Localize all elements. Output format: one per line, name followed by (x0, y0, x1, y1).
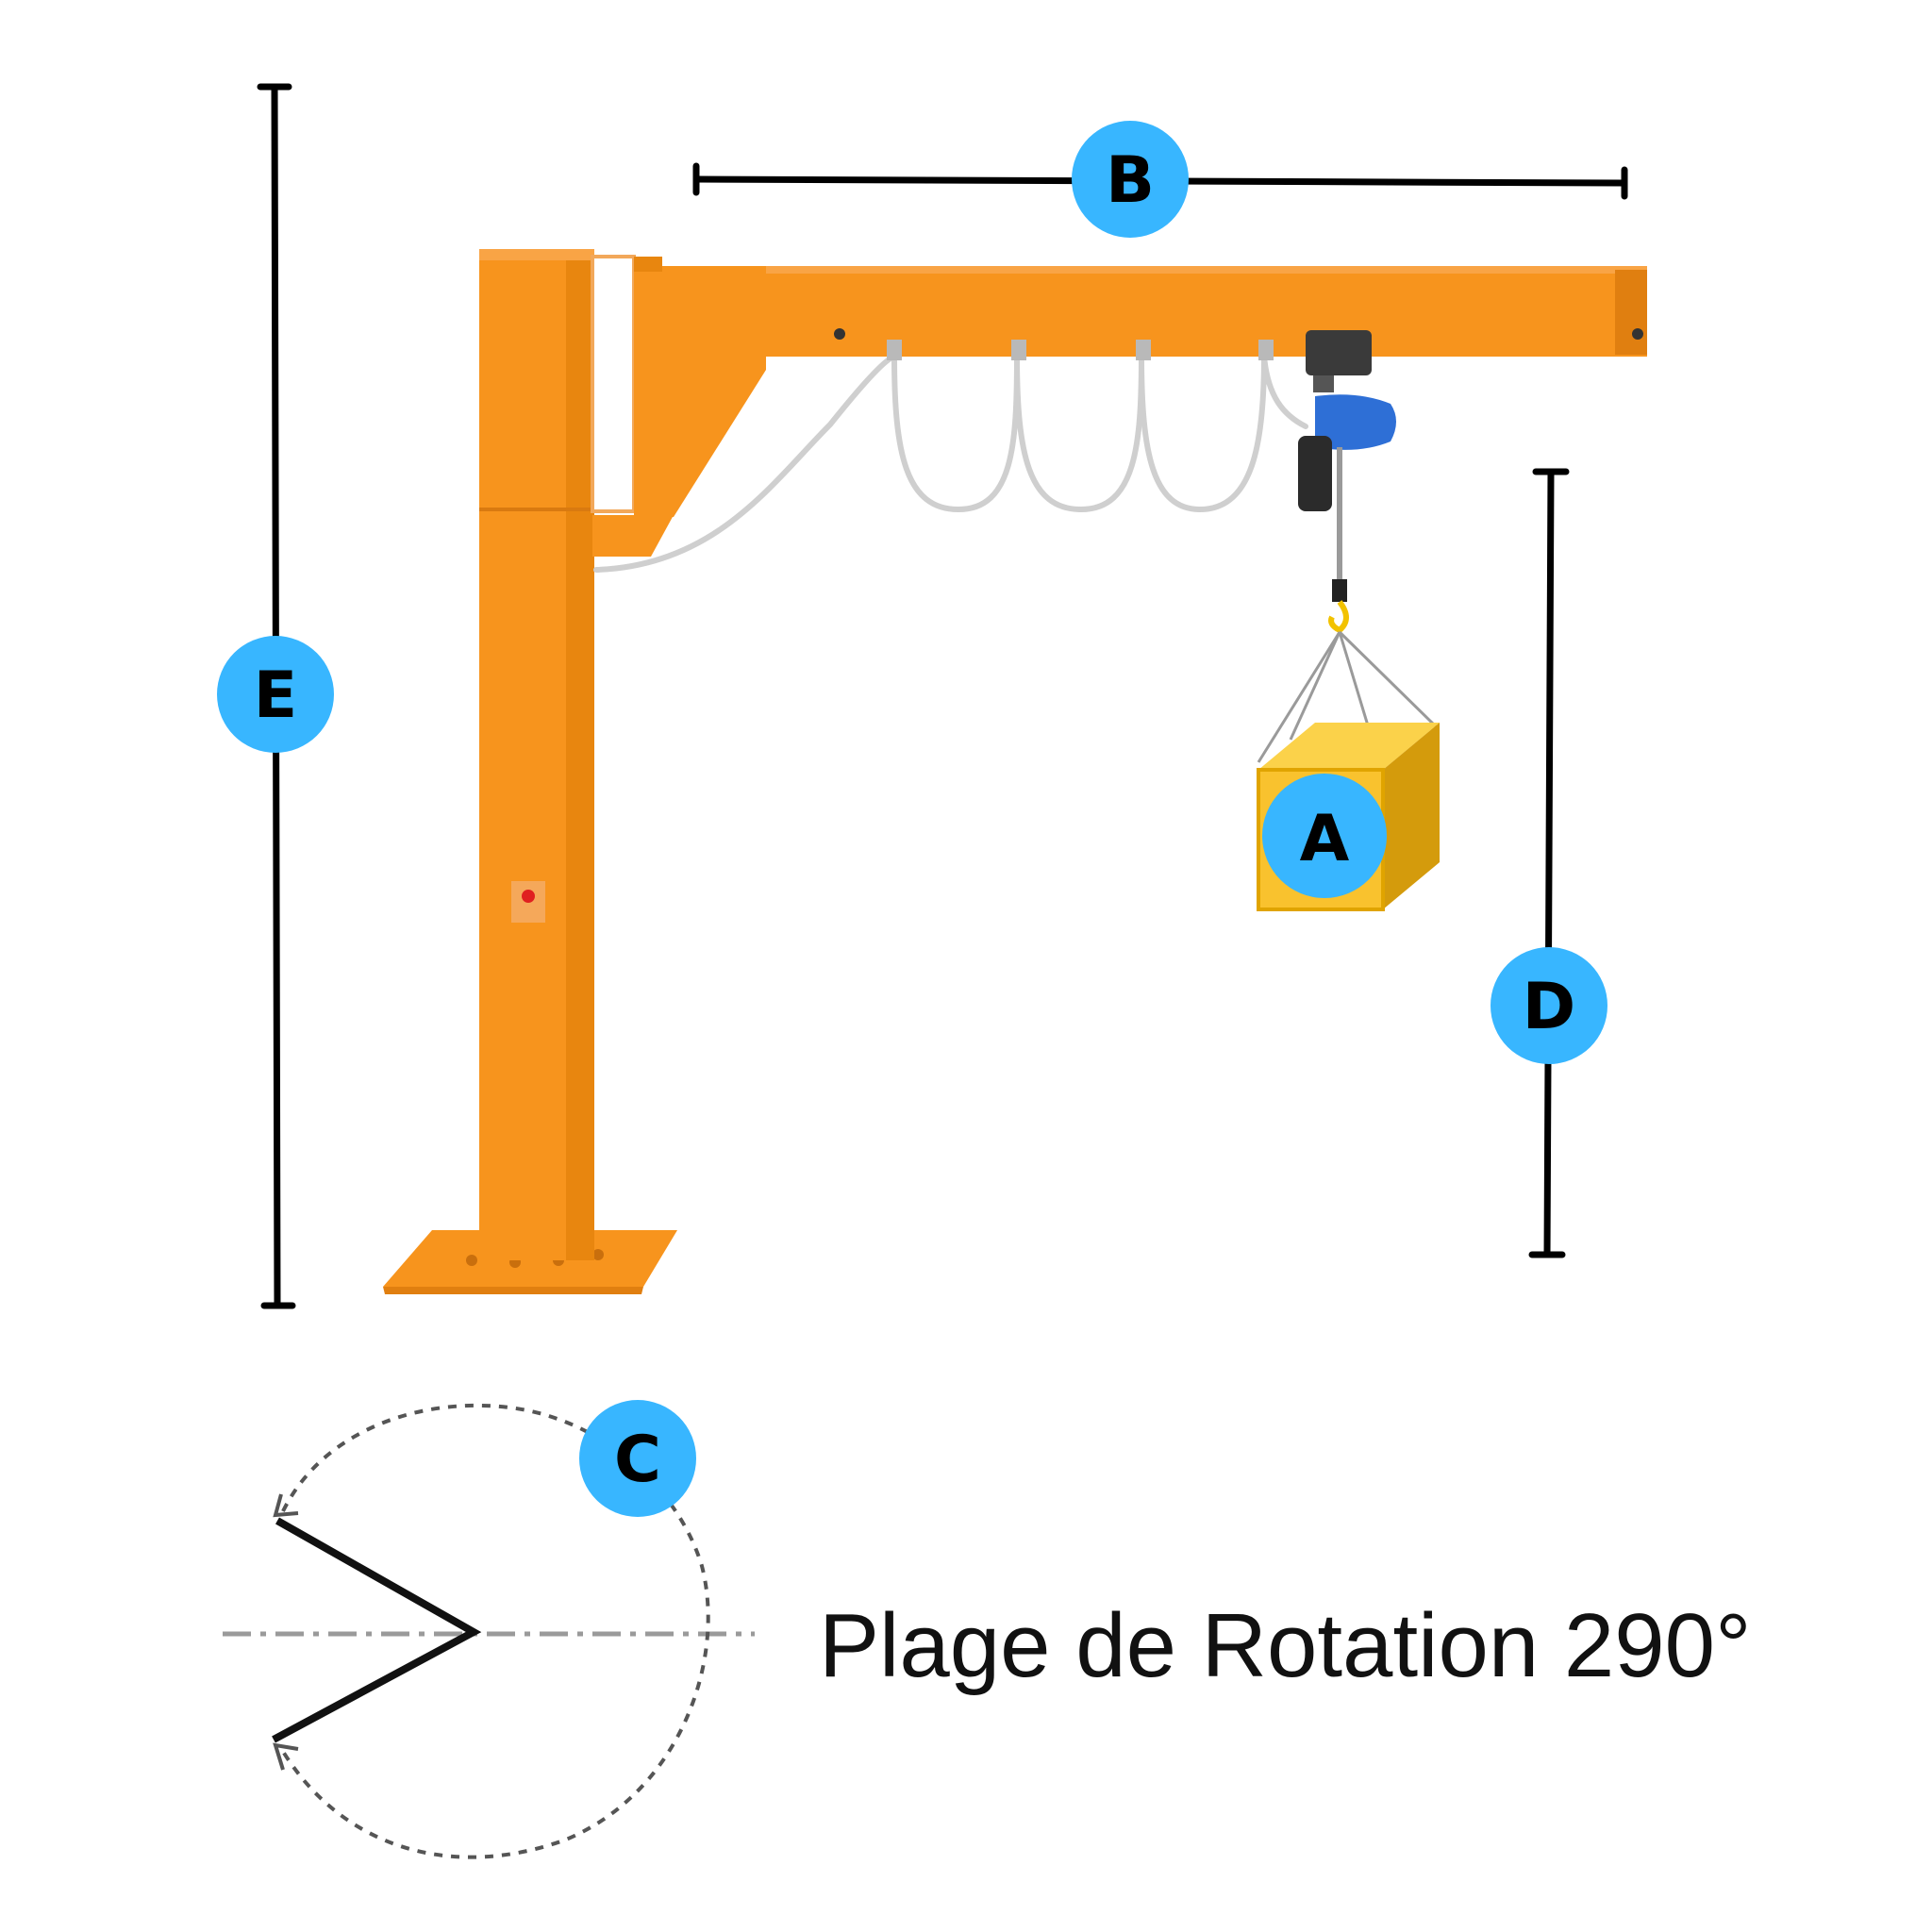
festoon-cable (593, 354, 1308, 573)
rotation-diagram (223, 1403, 755, 1859)
badge-c: C (579, 1400, 696, 1517)
badge-c-label: C (614, 1423, 661, 1497)
dimension-d (1528, 468, 1570, 1258)
cable-trolleys (887, 340, 1274, 360)
badge-a-label: A (1300, 802, 1350, 876)
electric-hoist (1298, 330, 1396, 634)
badge-e: E (217, 636, 334, 753)
rotation-arrowheads (273, 1493, 299, 1771)
rotation-arc (277, 1403, 710, 1859)
badge-e-label: E (254, 658, 297, 733)
rotation-angle-lines (272, 1517, 482, 1743)
crane-pillar (383, 249, 677, 1294)
badge-d-label: D (1523, 970, 1575, 1044)
rotation-range-caption: Plage de Rotation 290° (819, 1595, 1752, 1696)
badge-b-label: B (1106, 143, 1155, 218)
badge-a: A (1262, 774, 1387, 898)
jib-arm (591, 255, 1647, 557)
badge-b: B (1072, 121, 1189, 238)
badge-d: D (1491, 947, 1607, 1064)
lifting-slings (1257, 630, 1438, 776)
